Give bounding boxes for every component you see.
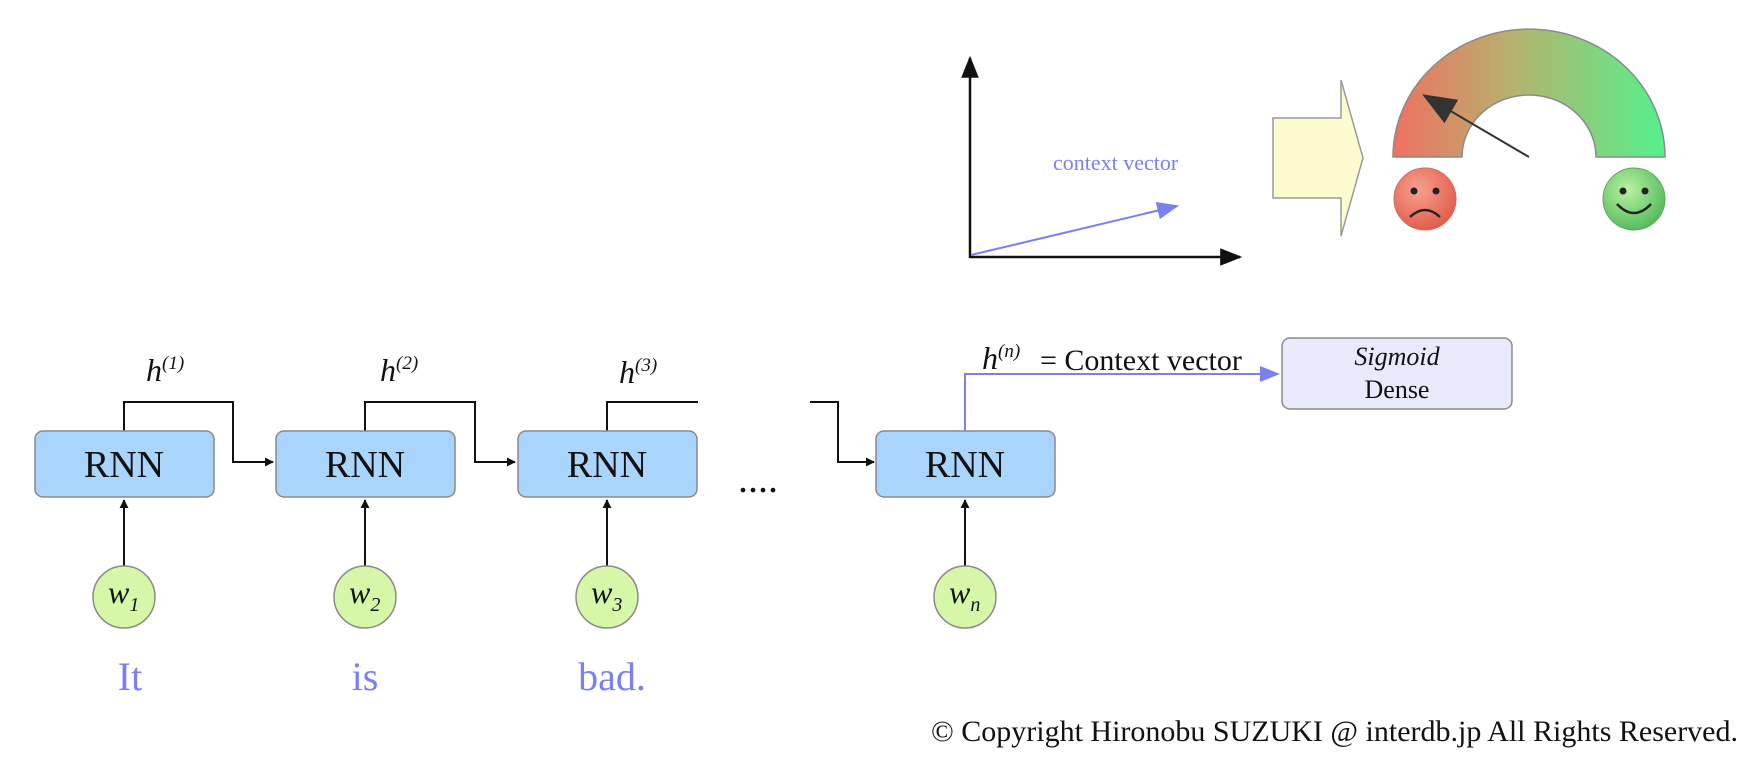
gauge-needle (1422, 94, 1530, 158)
rnn-label: RNN (325, 444, 405, 486)
context-arrow (964, 366, 1280, 432)
rnn-cell-n: RNN (875, 430, 1056, 498)
input-label: w3 (591, 574, 622, 616)
input-circle (575, 565, 639, 629)
hidden-state-1: h(1) (146, 352, 184, 388)
dense-box (1281, 337, 1513, 410)
happy-face-icon (1602, 167, 1666, 231)
rnn-cell-2: RNN (275, 430, 456, 498)
dense-activation: Sigmoid (1354, 342, 1440, 371)
rnn-label: RNN (925, 444, 1005, 486)
rnn-box (275, 430, 456, 498)
sentiment-gauge (1392, 28, 1666, 158)
context-vector-label: context vector (1053, 150, 1179, 175)
input-node-1: w1 (92, 565, 156, 629)
rnn-label: RNN (567, 444, 647, 486)
hidden-state-2: h(2) (380, 352, 418, 388)
hidden-state-n: h(n) (982, 340, 1020, 376)
input-node-2: w2 (333, 565, 397, 629)
input-label: wn (949, 574, 980, 616)
big-right-arrow (1272, 79, 1364, 237)
dense-label: Dense (1365, 375, 1430, 404)
rnn-box (875, 430, 1056, 498)
word-is: is (352, 654, 379, 699)
rnn-box (517, 430, 698, 498)
rnn-label: RNN (84, 444, 164, 486)
input-circle (333, 565, 397, 629)
copyright-notice: © Copyright Hironobu SUZUKI @ interdb.jp… (931, 715, 1738, 748)
hidden-connectors (123, 366, 1280, 467)
input-circle (92, 565, 156, 629)
sad-face-icon (1393, 167, 1457, 231)
input-label: w1 (108, 574, 139, 616)
context-vector-arrow (970, 202, 1180, 256)
ellipsis: .... (738, 456, 778, 501)
input-node-n: wn (933, 565, 997, 629)
rnn-box (34, 430, 215, 498)
gauge-arc (1392, 28, 1666, 158)
hidden-state-3: h(3) (619, 354, 657, 390)
connector-1-2 (123, 401, 274, 467)
connector-in-n (810, 401, 875, 467)
word-it: It (118, 654, 142, 699)
context-equation: = Context vector (1040, 344, 1242, 377)
vector-space-plot: context vector (961, 55, 1243, 266)
connector-2-3 (364, 401, 516, 467)
connector-3-out (606, 401, 698, 432)
input-label: w2 (349, 574, 380, 616)
dense-layer: Sigmoid Dense (1281, 337, 1513, 410)
input-node-3: w3 (575, 565, 639, 629)
rnn-cell-3: RNN (517, 430, 698, 498)
word-bad: bad. (578, 654, 646, 699)
input-circle (933, 565, 997, 629)
input-arrows (119, 499, 970, 567)
rnn-cell-1: RNN (34, 430, 215, 498)
